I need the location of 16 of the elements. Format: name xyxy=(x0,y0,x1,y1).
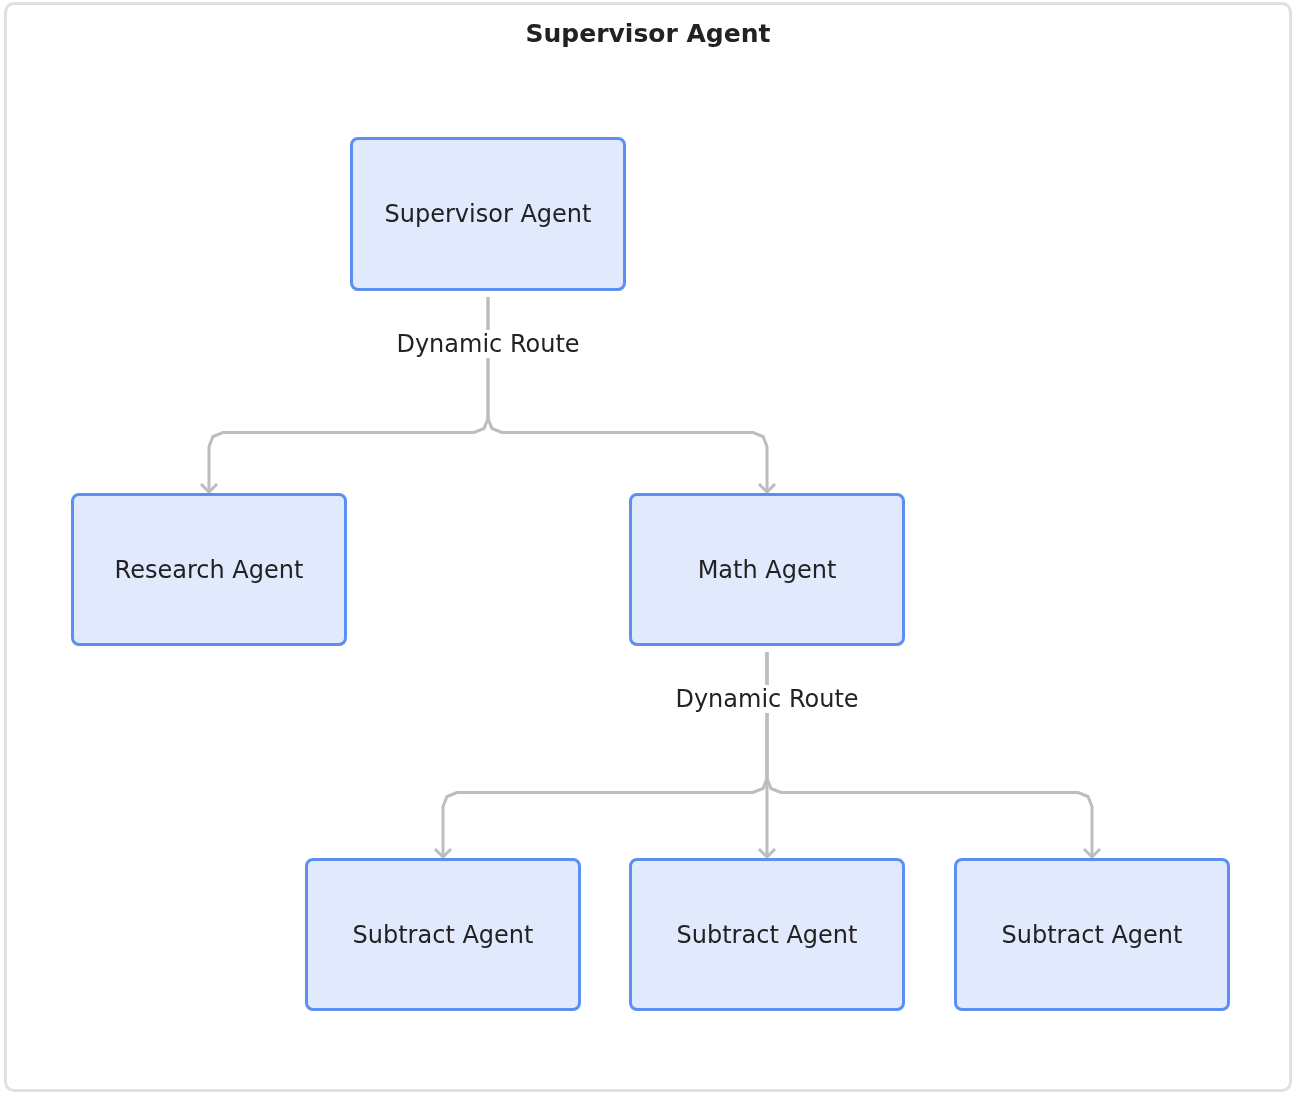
arrow xyxy=(486,297,777,494)
agent-name: Math Agent xyxy=(697,555,837,584)
arrow xyxy=(765,652,1102,859)
agent-name: Subtract Agent xyxy=(676,920,858,949)
agent-box xyxy=(305,858,581,1011)
frame-title: Supervisor Agent xyxy=(525,19,771,48)
agent-box xyxy=(71,493,347,646)
agent-name: Supervisor Agent xyxy=(384,200,592,228)
agent-name: Research Agent xyxy=(114,555,304,584)
container-frame xyxy=(4,2,1292,1092)
agent-name: Subtract Agent xyxy=(352,920,534,949)
agent-box xyxy=(350,137,626,291)
agent-box xyxy=(954,858,1230,1011)
agent-box xyxy=(629,858,905,1011)
agent-box xyxy=(629,493,905,646)
agent-name: Subtract Agent xyxy=(1001,920,1183,949)
